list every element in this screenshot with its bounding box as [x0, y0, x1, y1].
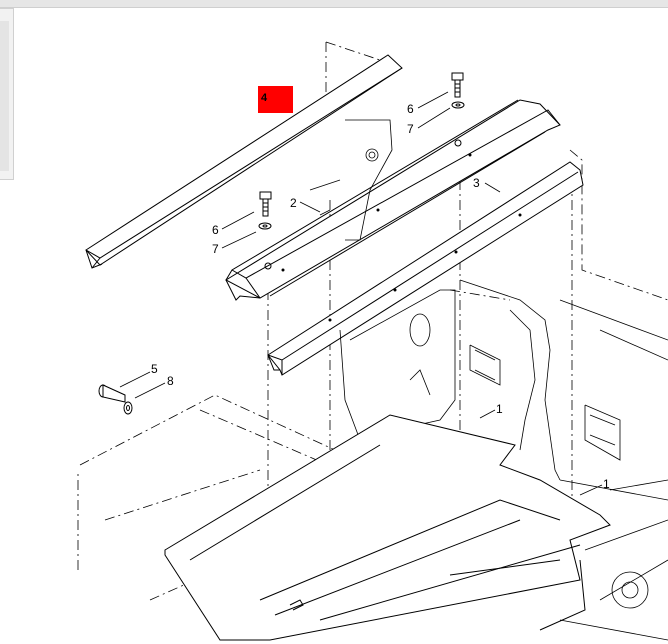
leader-lines — [119, 91, 603, 496]
viewer-side-panel[interactable] — [0, 8, 14, 180]
callout-8[interactable]: 8 — [167, 374, 174, 388]
callout-5[interactable]: 5 — [151, 362, 158, 376]
callout-3[interactable]: 3 — [473, 176, 480, 190]
part-1-floor-plate — [164, 414, 611, 641]
callout-1-middle[interactable]: 1 — [496, 402, 503, 416]
part-4-angle-bar — [85, 54, 403, 269]
part-8-washer — [123, 401, 133, 415]
callout-4-highlight[interactable] — [258, 86, 293, 113]
viewer-top-bar — [0, 0, 668, 8]
part-7-washer-lower — [258, 222, 272, 230]
part-2-channel-rail — [224, 99, 561, 301]
part-5-bolt — [98, 384, 126, 403]
callout-6-upper[interactable]: 6 — [407, 102, 414, 116]
callout-2[interactable]: 2 — [290, 196, 297, 210]
callout-1-right[interactable]: 1 — [603, 477, 610, 491]
part-6-bolt-upper — [451, 72, 464, 98]
callout-7-upper[interactable]: 7 — [407, 122, 414, 136]
part-7-washer-upper — [451, 101, 465, 109]
callout-7-lower[interactable]: 7 — [212, 242, 219, 256]
callout-6-lower[interactable]: 6 — [212, 223, 219, 237]
part-6-bolt-lower — [259, 191, 272, 217]
part-3-angle-rail — [267, 161, 584, 376]
callout-4-label[interactable]: 4 — [261, 92, 268, 104]
